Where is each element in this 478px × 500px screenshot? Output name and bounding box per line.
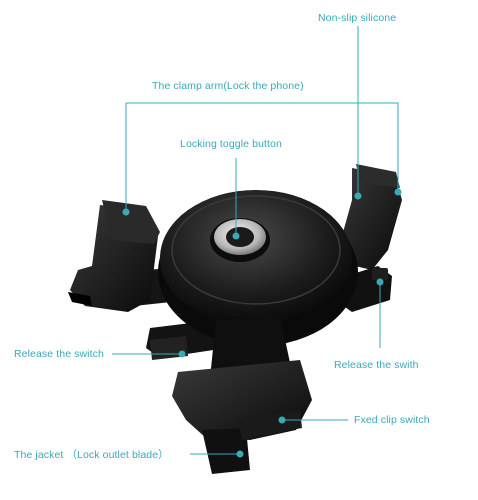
stem xyxy=(210,316,292,378)
callout-dots xyxy=(122,188,402,458)
callout-lines xyxy=(112,26,399,455)
vent-clip-jacket xyxy=(172,360,312,474)
right-clamp-arm xyxy=(338,164,402,270)
label-locking-toggle-button: Locking toggle button xyxy=(180,138,282,150)
label-clamp-arm: The clamp arm(Lock the phone) xyxy=(152,80,304,92)
locking-toggle-knob xyxy=(210,218,270,262)
label-non-slip-silicone: Non-slip silicone xyxy=(318,12,397,24)
left-clamp-arm xyxy=(68,200,160,312)
label-release-switch-right: Release the swith xyxy=(334,359,419,371)
label-release-switch-left: Release the switch xyxy=(14,348,104,360)
label-jacket: The jacket （Lock outlet blade） xyxy=(14,449,169,461)
label-fixed-clip-switch: Fxed clip switch xyxy=(354,414,430,426)
